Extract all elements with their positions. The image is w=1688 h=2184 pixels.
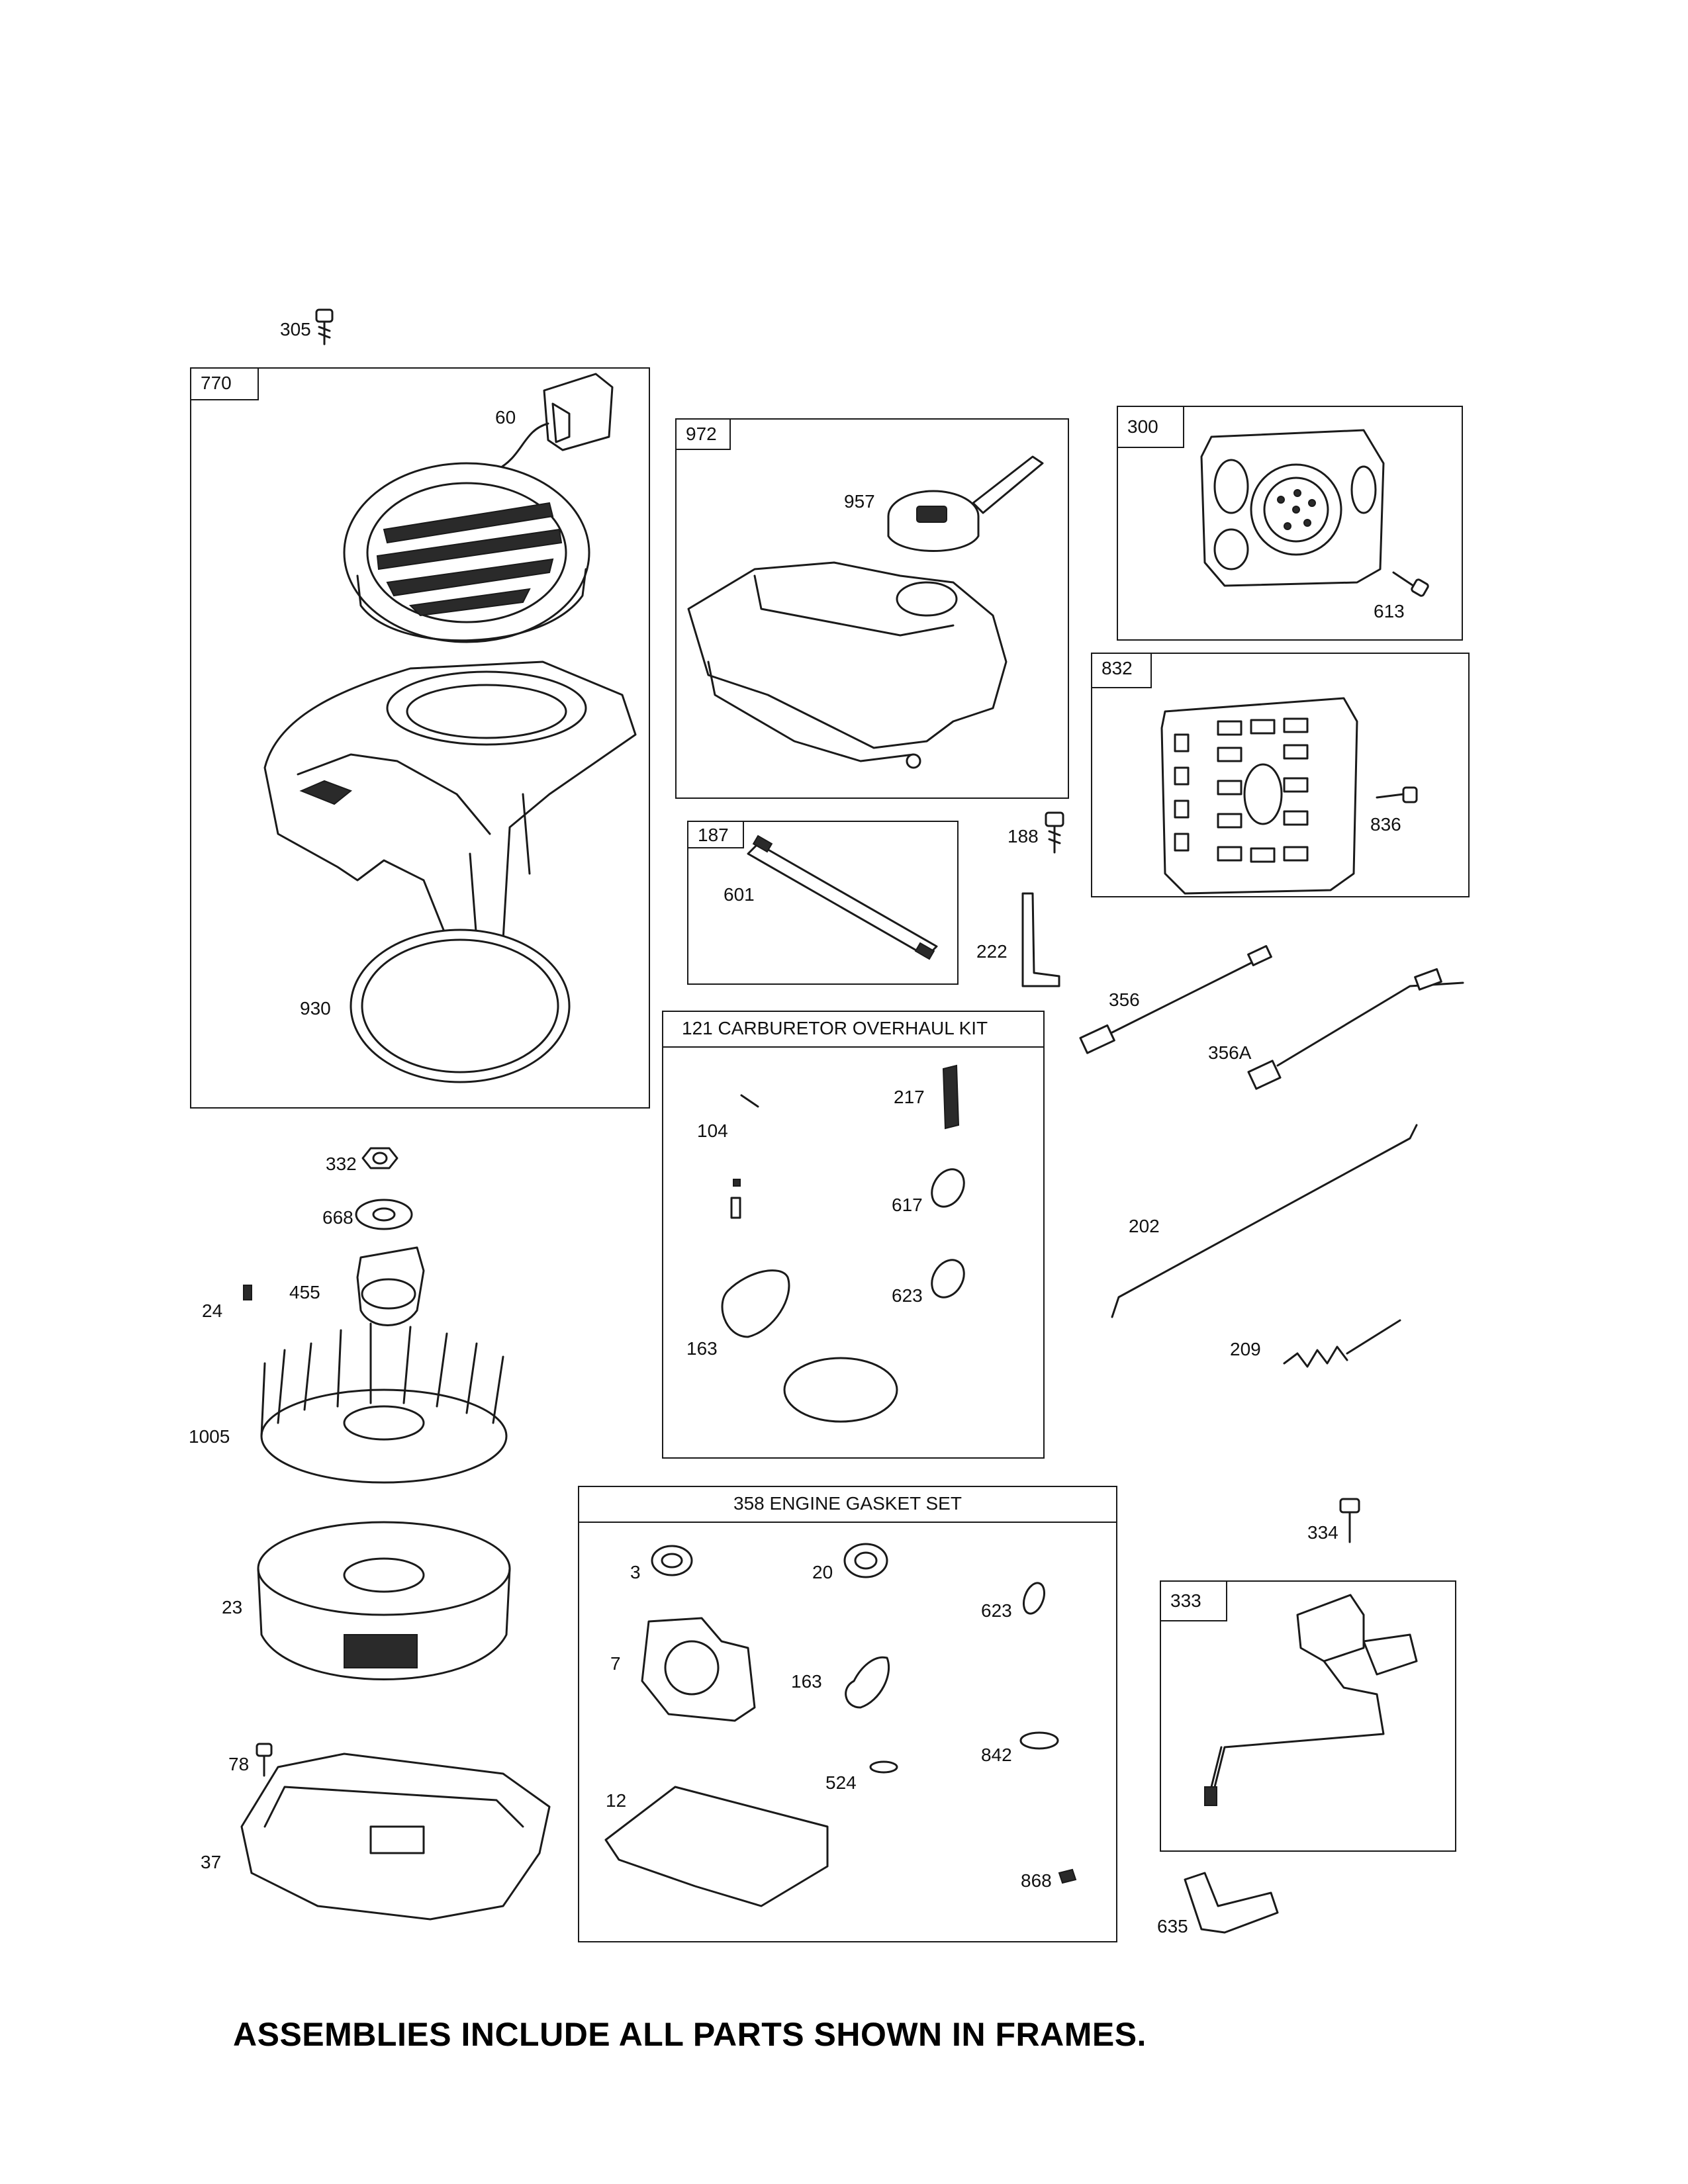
plug-boot-635-drawing: [1184, 1872, 1279, 1934]
governor-spring-209-drawing: [1283, 1319, 1401, 1368]
callout-222: 222: [976, 941, 1008, 962]
callout-1005: 1005: [189, 1426, 230, 1447]
callout-20: 20: [812, 1562, 833, 1582]
frame-121-label: 121 CARBURETOR OVERHAUL KIT: [663, 1012, 1043, 1048]
screw-188-drawing: [1045, 811, 1064, 854]
callout-868: 868: [1021, 1870, 1052, 1891]
muffler-300-drawing: [1200, 429, 1385, 587]
callout-3: 3: [630, 1562, 641, 1582]
frame-187: 187: [687, 821, 959, 985]
callout-37: 37: [201, 1852, 222, 1872]
hardware-stack-drawing: [243, 1147, 425, 1326]
callout-24: 24: [202, 1300, 223, 1321]
screw-334-drawing: [1339, 1498, 1360, 1543]
callout-524: 524: [825, 1772, 857, 1793]
frame-972: 972: [675, 418, 1069, 799]
frame-333: 333: [1160, 1580, 1456, 1852]
callout-104: 104: [697, 1120, 728, 1141]
callout-188: 188: [1008, 826, 1039, 846]
callout-930: 930: [300, 998, 331, 1019]
blower-housing-drawing: [263, 660, 637, 948]
engine-base-37-drawing: [240, 1752, 551, 1921]
frame-770: 770: [190, 367, 650, 1109]
callout-202: 202: [1129, 1216, 1160, 1236]
callout-78: 78: [228, 1754, 250, 1774]
callout-163-gasket: 163: [791, 1671, 822, 1692]
callout-617: 617: [892, 1195, 923, 1215]
frame-358-gasket-set: 358 ENGINE GASKET SET: [578, 1486, 1117, 1942]
rewind-starter-770-drawing: [343, 462, 590, 643]
frame-121-carburetor-kit: 121 CARBURETOR OVERHAUL KIT: [662, 1011, 1045, 1459]
ignition-armature-333-drawing: [1204, 1594, 1418, 1806]
frame-972-label: 972: [677, 420, 731, 450]
callout-623-gasket: 623: [981, 1600, 1012, 1621]
screen-930-drawing: [350, 929, 571, 1083]
callout-836: 836: [1370, 814, 1401, 835]
frame-832: 832: [1091, 653, 1470, 897]
fuel-cap-957-drawing: [887, 455, 1044, 552]
bracket-222-drawing: [1021, 892, 1060, 987]
frame-770-label: 770: [191, 369, 259, 400]
frame-300: 300: [1117, 406, 1463, 641]
flywheel-23-drawing: [257, 1521, 511, 1680]
callout-842: 842: [981, 1745, 1012, 1765]
callout-635: 635: [1157, 1916, 1188, 1936]
callout-957: 957: [844, 491, 875, 512]
callout-334: 334: [1307, 1522, 1338, 1543]
starter-handle-60-drawing: [449, 373, 614, 494]
callout-623-carb: 623: [892, 1285, 923, 1306]
callout-12: 12: [606, 1790, 627, 1811]
muffler-guard-832-drawing: [1160, 697, 1358, 895]
fan-1005-drawing: [260, 1322, 508, 1484]
callout-613: 613: [1374, 601, 1405, 621]
gasket-set-parts-drawing: [604, 1543, 1077, 1907]
wire-356a-drawing: [1247, 968, 1464, 1090]
callout-332: 332: [326, 1154, 357, 1174]
footer-note: ASSEMBLIES INCLUDE ALL PARTS SHOWN IN FR…: [233, 2016, 1147, 2053]
carb-kit-parts-drawing: [721, 1064, 965, 1423]
callout-668: 668: [322, 1207, 353, 1228]
screw-305-drawing: [315, 308, 334, 345]
frame-187-label: 187: [688, 822, 744, 848]
callout-209: 209: [1230, 1339, 1261, 1359]
governor-link-202-drawing: [1111, 1124, 1418, 1318]
callout-60: 60: [495, 407, 516, 428]
fuel-tank-972-drawing: [687, 561, 1008, 769]
callout-217: 217: [894, 1087, 925, 1107]
frame-333-label: 333: [1161, 1582, 1227, 1621]
callout-455: 455: [289, 1282, 320, 1302]
callout-601: 601: [724, 884, 755, 905]
callout-305: 305: [280, 319, 311, 340]
fuel-line-601-drawing: [747, 835, 938, 960]
frame-300-label: 300: [1118, 407, 1184, 448]
callout-356: 356: [1109, 989, 1140, 1010]
callout-163-carb: 163: [686, 1338, 718, 1359]
frame-358-label: 358 ENGINE GASKET SET: [579, 1487, 1116, 1523]
screw-836-drawing: [1376, 786, 1418, 803]
callout-23: 23: [222, 1597, 243, 1617]
callout-7: 7: [610, 1653, 621, 1674]
screw-78-drawing: [256, 1743, 273, 1777]
screw-613-drawing: [1392, 571, 1429, 597]
callout-356a: 356A: [1208, 1042, 1252, 1063]
wire-356-drawing: [1079, 945, 1272, 1054]
frame-832-label: 832: [1092, 654, 1152, 688]
